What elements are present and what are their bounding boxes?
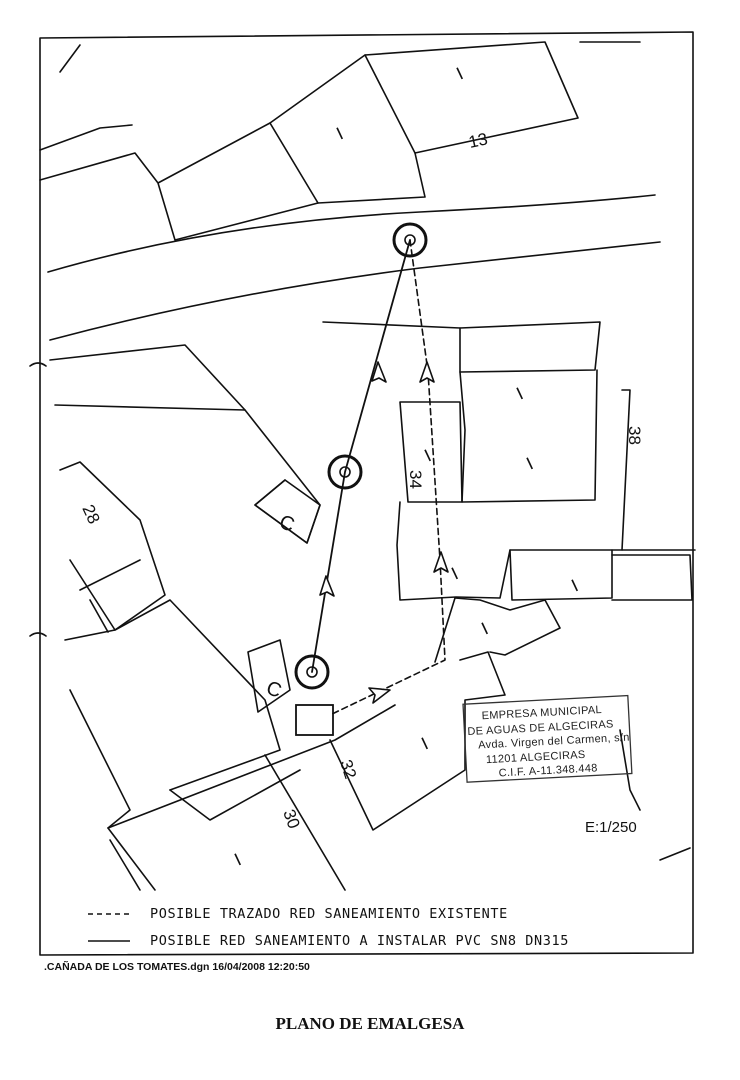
parcel-38 [621,389,631,551]
parcel-34 [399,401,463,503]
manhole-middle [327,454,363,490]
parcel-top-right [364,41,579,154]
stamp-line-4: 11201 ALGECIRAS [486,749,586,766]
road-30-edge [264,754,346,891]
parcel-28-inner [79,559,141,633]
manhole-top [392,222,428,258]
flow-arrow-icon [419,361,435,383]
parcel-right-7 [619,729,641,811]
street-number: 38 [625,426,644,445]
flow-arrow-icon [371,361,387,383]
street-number: 28 [78,502,103,527]
building-mark: I [568,575,581,595]
top-corner-mark [59,44,81,73]
building-mark: I [231,849,244,869]
building-mark: I [448,563,461,583]
street-line-left [54,404,246,411]
existing-sewer-line [329,239,446,716]
top-edge-line [39,124,133,151]
parcel-right-4 [509,549,613,601]
file-info: .CAÑADA DE LOS TOMATES.dgn 16/04/2008 12… [44,961,310,973]
parcel-right-8 [659,847,691,861]
flow-arrow-icon [433,551,449,573]
parcel-top-divider [269,122,319,204]
proposed-sewer-line [311,239,411,673]
page-caption: PLANO DE EMALGESA [275,1014,465,1033]
building-mark: I [523,453,536,473]
frame-tick-top [29,362,47,637]
parcel-right-3 [396,501,696,601]
street-number: 13 [467,129,489,152]
road-north-edge [47,194,656,273]
building-mark-c: C [263,677,284,703]
parcel-right-1 [322,321,601,373]
parcel-32 [329,651,506,831]
building-mark: I [478,618,491,638]
legend-existing: POSIBLE TRAZADO RED SANEAMIENTO EXISTENT… [150,906,508,922]
parcel-top-left [39,54,426,241]
parcel-right-2 [459,327,598,503]
stamp-line-5: C.I.F. A-11.348.448 [498,762,598,779]
parcel-bottom-left-2 [107,704,396,829]
parcel-right-9 [434,597,456,663]
parcel-bottom-left-4 [109,839,141,891]
building-mark: I [513,383,526,403]
building-mark: I [453,63,466,83]
map-scale: E:1/250 [585,819,637,836]
road-south-edge [49,241,661,341]
flow-arrow-icon [368,687,391,704]
street-number: 32 [336,757,360,781]
building-mark-c: C [276,511,297,537]
legend: POSIBLE TRAZADO RED SANEAMIENTO EXISTENT… [88,906,569,949]
company-stamp: EMPRESA MUNICIPAL DE AGUAS DE ALGECIRAS … [462,694,633,783]
parcel-28 [59,461,166,631]
parcel-c-lower [247,639,291,713]
parcel-bottom-left [69,689,156,891]
parcel-right-6 [454,597,561,656]
parcel-right-5 [611,554,693,601]
parcel-c-upper [254,479,321,544]
street-number: 34 [406,470,425,489]
building-mark: I [418,733,431,753]
parcel-lower-left [64,599,281,791]
street-number: 30 [279,807,303,831]
connection-box [295,704,334,736]
flow-arrow-icon [319,575,335,597]
building-mark: I [333,123,346,143]
parcel-bottom-left-3 [169,769,301,821]
map-frame [39,31,694,956]
manhole-bottom [294,654,330,690]
legend-proposed: POSIBLE RED SANEAMIENTO A INSTALAR PVC S… [150,933,569,949]
